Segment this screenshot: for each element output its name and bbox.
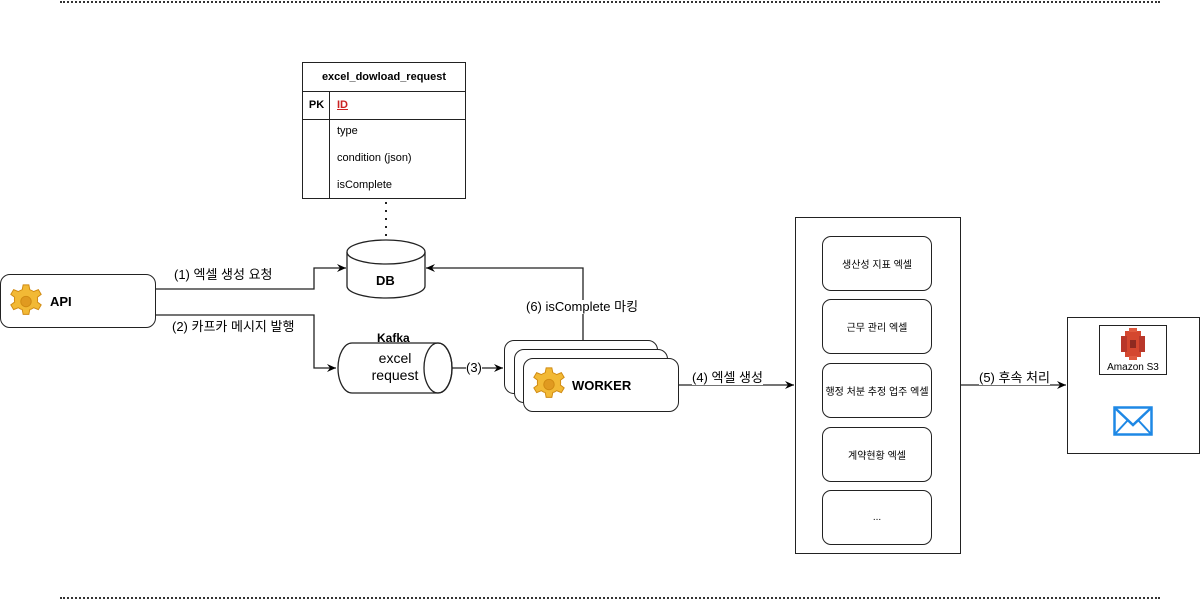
mail-icon xyxy=(1113,406,1153,436)
er-table-excel-download-request: excel_dowload_request PK ID type conditi… xyxy=(302,62,466,199)
kafka-queue-line1: excel xyxy=(378,350,412,366)
kafka-queue-shape xyxy=(337,342,453,394)
edge-label-step2: (2) 카프카 메시지 발행 xyxy=(172,319,295,334)
er-column-divider xyxy=(329,91,330,198)
bottom-separator xyxy=(60,597,1160,599)
s3-label: Amazon S3 xyxy=(1107,362,1159,373)
er-table-title: excel_dowload_request xyxy=(303,63,465,92)
er-pk-row: PK ID xyxy=(303,92,465,120)
s3-node: Amazon S3 xyxy=(1099,325,1167,375)
amazon-s3-icon xyxy=(1121,328,1145,360)
pk-label: PK xyxy=(308,99,325,111)
api-node: API xyxy=(0,274,156,328)
edge-label-step4: (4) 엑셀 생성 xyxy=(692,370,763,385)
excel-type-item: 생산성 지표 엑셀 xyxy=(822,236,932,291)
db-cylinder xyxy=(346,239,426,299)
excel-type-item: ... xyxy=(822,490,932,545)
edge-label-step5: (5) 후속 처리 xyxy=(979,370,1050,385)
edge-api-db xyxy=(156,264,346,290)
top-separator xyxy=(60,1,1160,3)
worker-node: WORKER xyxy=(523,358,679,412)
excel-type-item: 근무 관리 엑셀 xyxy=(822,299,932,354)
er-field-condition: condition (json) xyxy=(337,152,412,164)
db-label: DB xyxy=(376,273,395,288)
edge-worker-db xyxy=(426,264,584,340)
er-field-type: type xyxy=(337,125,358,137)
kafka-queue: excel request xyxy=(352,350,438,384)
api-label: API xyxy=(50,294,72,309)
edge-label-step3: (3) xyxy=(466,360,482,375)
gear-icon xyxy=(10,284,42,315)
excel-type-item: 계약현황 엑셀 xyxy=(822,427,932,482)
gear-icon xyxy=(533,367,565,398)
er-field-iscomplete: isComplete xyxy=(337,179,393,191)
kafka-title: Kafka xyxy=(377,331,410,345)
kafka-queue-line2: request xyxy=(371,367,419,383)
edge-label-step1: (1) 엑셀 생성 요청 xyxy=(174,267,273,282)
edge-api-kafka xyxy=(156,314,336,372)
excel-type-item: 행정 처분 추정 업주 엑셀 xyxy=(822,363,932,418)
pk-field: ID xyxy=(337,99,348,111)
worker-label: WORKER xyxy=(572,378,632,393)
edge-label-step6: (6) isComplete 마킹 xyxy=(526,299,639,314)
